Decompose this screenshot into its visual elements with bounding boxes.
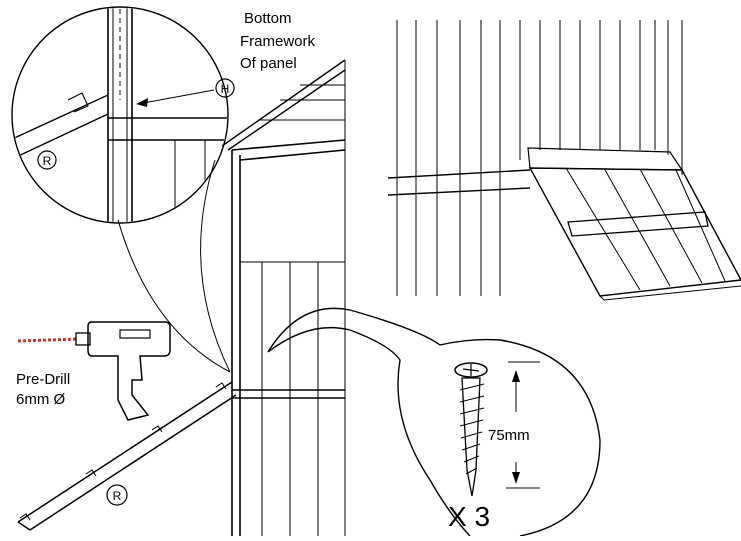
bottom-line3: Of panel — [240, 55, 297, 72]
screw-quantity: X 3 — [448, 501, 490, 532]
callout-r-detail: R — [43, 154, 52, 168]
shed-wall — [221, 59, 346, 536]
ramp-detail — [387, 20, 741, 301]
drill-icon — [17, 321, 171, 421]
predrill-line2: 6mm Ø — [16, 391, 66, 408]
screw-icon — [454, 362, 488, 497]
bottom-line2: Framework — [240, 33, 316, 50]
magnifier-detail: R — [11, 6, 231, 373]
screw-callout: 75mm X 3 — [267, 307, 601, 537]
ramp-board: R — [17, 381, 237, 531]
bottom-line1: Bottom — [244, 10, 292, 27]
bottom-framework-label: Bottom Framework Of panel H — [136, 10, 316, 107]
callout-r-main: R — [113, 489, 122, 503]
predrill-line1: Pre-Drill — [16, 371, 70, 388]
screw-length: 75mm — [488, 427, 530, 444]
callout-h: H — [221, 82, 230, 96]
